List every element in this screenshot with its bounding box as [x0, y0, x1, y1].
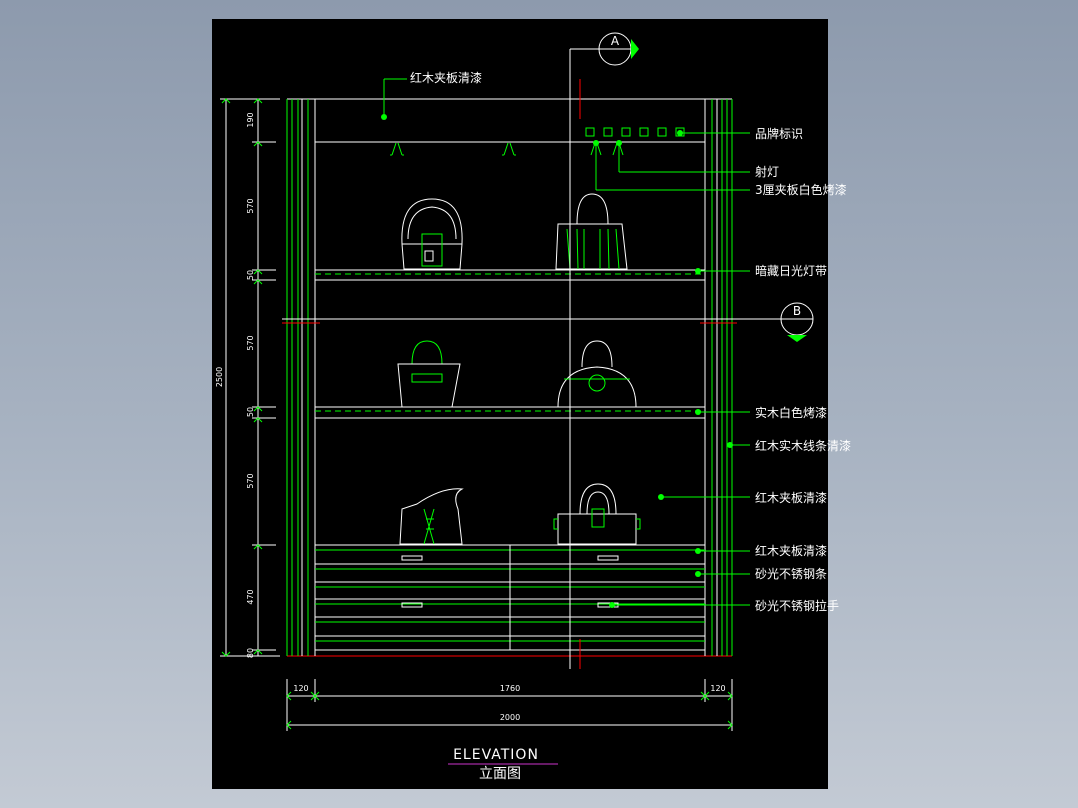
horizontal-dimension-lines: [286, 679, 733, 731]
section-mark-a: A: [598, 32, 639, 66]
dim-v-570-bottom: 570: [246, 473, 255, 488]
dim-v-50-top: 50: [246, 270, 255, 280]
callout-leaders: [381, 78, 750, 608]
dim-v-470: 470: [246, 589, 255, 604]
dim-h-total: 2000: [500, 713, 520, 722]
dim-v-190: 190: [246, 112, 255, 127]
dim-v-570-top: 570: [246, 198, 255, 213]
callout-solid-wood-trim: 红木实木线条清漆: [755, 438, 851, 453]
section-mark-a-label: A: [611, 34, 620, 48]
vertical-dimension-lines: [220, 98, 280, 657]
cad-drawing-canvas: A B 红木夹板清漆 品牌标识 射灯 3厘夹板白色烤漆 暗藏日光灯带 实木白色烤…: [212, 19, 851, 789]
handbag-3: [397, 340, 461, 408]
callout-plywood-varnish-2: 红木夹板清漆: [755, 543, 827, 558]
callout-plywood-varnish-1: 红木夹板清漆: [755, 490, 827, 505]
dim-v-50-mid: 50: [246, 407, 255, 417]
section-mark-b: B: [780, 302, 814, 342]
drawing-subtitle: 立面图: [479, 766, 521, 782]
spotlights: [390, 142, 624, 156]
base-drawers: [315, 544, 705, 651]
section-mark-b-label: B: [793, 304, 801, 318]
dim-total-height: 2500: [215, 367, 224, 387]
callout-steel-strip: 砂光不锈钢条: [755, 567, 827, 581]
dim-v-570-mid: 570: [246, 335, 255, 350]
callout-steel-handle: 砂光不锈钢拉手: [755, 598, 839, 613]
drawing-title: ELEVATION: [453, 747, 539, 763]
callout-top-left: 红木夹板清漆: [410, 70, 482, 85]
dim-h-left: 120: [293, 684, 308, 693]
callout-spotlight: 射灯: [755, 164, 779, 179]
center-lines: [282, 48, 782, 669]
callout-solid-wood-white-paint: 实木白色烤漆: [755, 405, 827, 420]
callout-brand-logo: 品牌标识: [755, 127, 803, 141]
handbag-5: [399, 488, 464, 545]
callout-hidden-light-strip: 暗藏日光灯带: [755, 263, 827, 278]
handbag-6: [553, 483, 641, 545]
shelves: [315, 141, 705, 419]
callout-plywood-white-paint: 3厘夹板白色烤漆: [755, 182, 847, 197]
brand-logo-squares: [585, 127, 685, 137]
handbag-1: [401, 198, 463, 270]
handbag-4: [557, 340, 637, 408]
cabinet-frame: [286, 98, 733, 657]
handbag-2: [555, 193, 628, 270]
dim-v-80: 80: [246, 648, 255, 658]
elevation-drawing: A B 红木夹板清漆 品牌标识 射灯 3厘夹板白色烤漆 暗藏日光灯带 实木白色烤…: [215, 32, 851, 782]
dim-h-right: 120: [710, 684, 725, 693]
dim-h-center: 1760: [500, 684, 520, 693]
